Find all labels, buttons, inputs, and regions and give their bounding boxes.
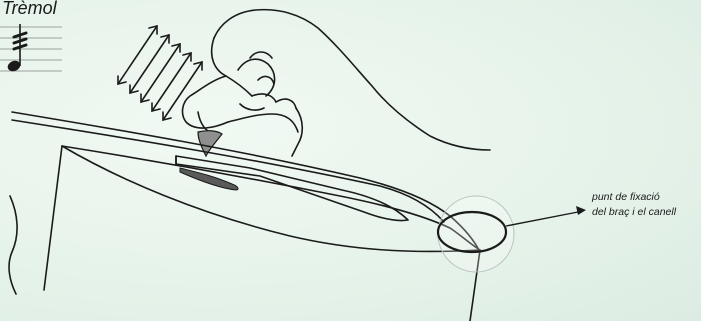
body-left-edge xyxy=(44,146,62,290)
annotation-line-2: del braç i el canell xyxy=(592,205,676,220)
pointer-line xyxy=(506,212,578,226)
double-arrow-1 xyxy=(118,26,157,84)
double-arrow-2 xyxy=(130,35,169,93)
side-curve xyxy=(9,196,17,294)
lower-edge xyxy=(62,146,480,251)
upper-bout-edge xyxy=(12,112,480,252)
double-arrow-3 xyxy=(141,44,180,102)
fixation-point-marker xyxy=(438,196,586,272)
motion-arrows xyxy=(118,26,202,120)
annotation-line-1: punt de fixació xyxy=(592,190,676,205)
title: Trèmol xyxy=(2,0,57,19)
hand xyxy=(183,10,490,156)
tremolo-notation xyxy=(0,24,62,73)
guitar-body xyxy=(9,112,480,321)
pointer-arrowhead xyxy=(576,206,586,215)
fixation-annotation: punt de fixació del braç i el canell xyxy=(592,190,676,220)
soundboard-top xyxy=(62,146,480,250)
tremolo-strokes xyxy=(14,33,26,49)
bridge xyxy=(176,156,408,221)
